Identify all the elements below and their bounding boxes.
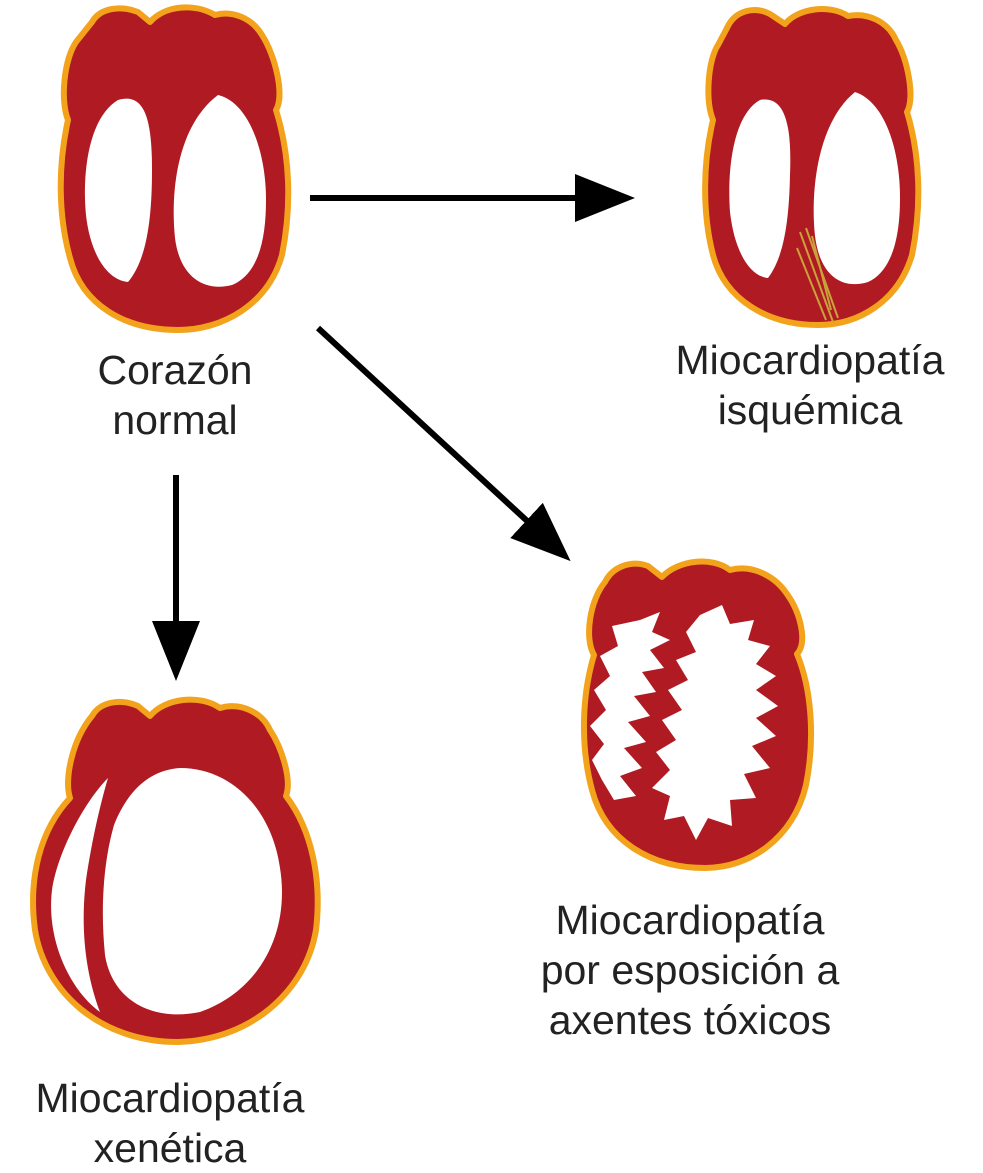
label-line: por esposición a bbox=[480, 945, 900, 995]
label-line: Miocardiopatía bbox=[640, 335, 980, 385]
label-line: xenética bbox=[0, 1123, 340, 1173]
toxic-heart-icon bbox=[584, 562, 811, 868]
label-line: Miocardiopatía bbox=[0, 1073, 340, 1123]
ischemic-heart-icon bbox=[705, 9, 918, 325]
arrow-normal-to-toxic bbox=[318, 328, 564, 555]
node-label-genetic: Miocardiopatía xenética bbox=[0, 1073, 340, 1173]
label-line: normal bbox=[40, 395, 310, 445]
genetic-heart-icon bbox=[33, 700, 318, 1042]
node-label-ischemic: Miocardiopatía isquémica bbox=[640, 335, 980, 435]
normal-heart-icon bbox=[61, 7, 289, 330]
label-line: Corazón bbox=[40, 345, 310, 395]
label-line: isquémica bbox=[640, 385, 980, 435]
node-label-normal: Corazón normal bbox=[40, 345, 310, 445]
node-label-toxic: Miocardiopatía por esposición a axentes … bbox=[480, 895, 900, 1045]
label-line: Miocardiopatía bbox=[480, 895, 900, 945]
label-line: axentes tóxicos bbox=[480, 995, 900, 1045]
